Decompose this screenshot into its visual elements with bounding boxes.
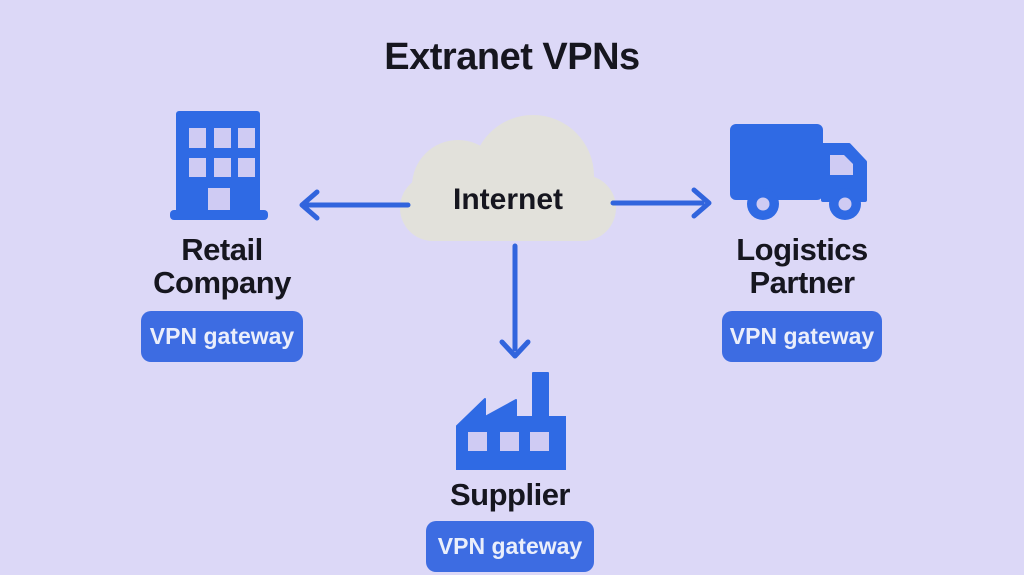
- truck-box: [730, 124, 823, 200]
- arrow-internet-to-retail: [299, 189, 411, 221]
- factory-icon: [456, 372, 566, 470]
- supplier-label: Supplier: [385, 478, 635, 511]
- internet-label: Internet: [452, 183, 563, 216]
- arrow-internet-to-supplier: [499, 243, 531, 359]
- supplier-label-line-1: Supplier: [449, 477, 571, 512]
- retail-label-line-2: Company: [153, 265, 291, 300]
- truck-window: [830, 155, 853, 175]
- building-base: [170, 210, 268, 220]
- retail-label-line-1: Retail: [181, 232, 263, 267]
- cloud-shape-base: [400, 175, 616, 241]
- internet-cloud: Internet: [400, 113, 616, 241]
- arrow-internet-to-logistics: [610, 187, 712, 219]
- building-door: [208, 188, 230, 210]
- truck-icon: [730, 124, 867, 220]
- vpn-gateway-button-retail[interactable]: VPN gateway: [141, 311, 303, 362]
- arrow-head-right: [691, 187, 712, 219]
- factory-body: [456, 372, 566, 470]
- diagram-title: Extranet VPNs: [384, 36, 640, 78]
- building-windows: [189, 128, 255, 177]
- logistics-label-line-2: Partner: [749, 265, 855, 300]
- arrow-head-left: [299, 189, 320, 221]
- vpn-gateway-button-logistics[interactable]: VPN gateway: [722, 311, 882, 362]
- logistics-partner-label: Logistics Partner: [677, 233, 927, 299]
- building-icon: [170, 111, 268, 220]
- truck-wheels: [747, 188, 861, 220]
- vpn-gateway-button-supplier[interactable]: VPN gateway: [426, 521, 594, 572]
- logistics-label-line-1: Logistics: [736, 232, 868, 267]
- arrow-head-down: [499, 339, 531, 359]
- factory-windows: [468, 432, 549, 451]
- retail-company-label: Retail Company: [97, 233, 347, 299]
